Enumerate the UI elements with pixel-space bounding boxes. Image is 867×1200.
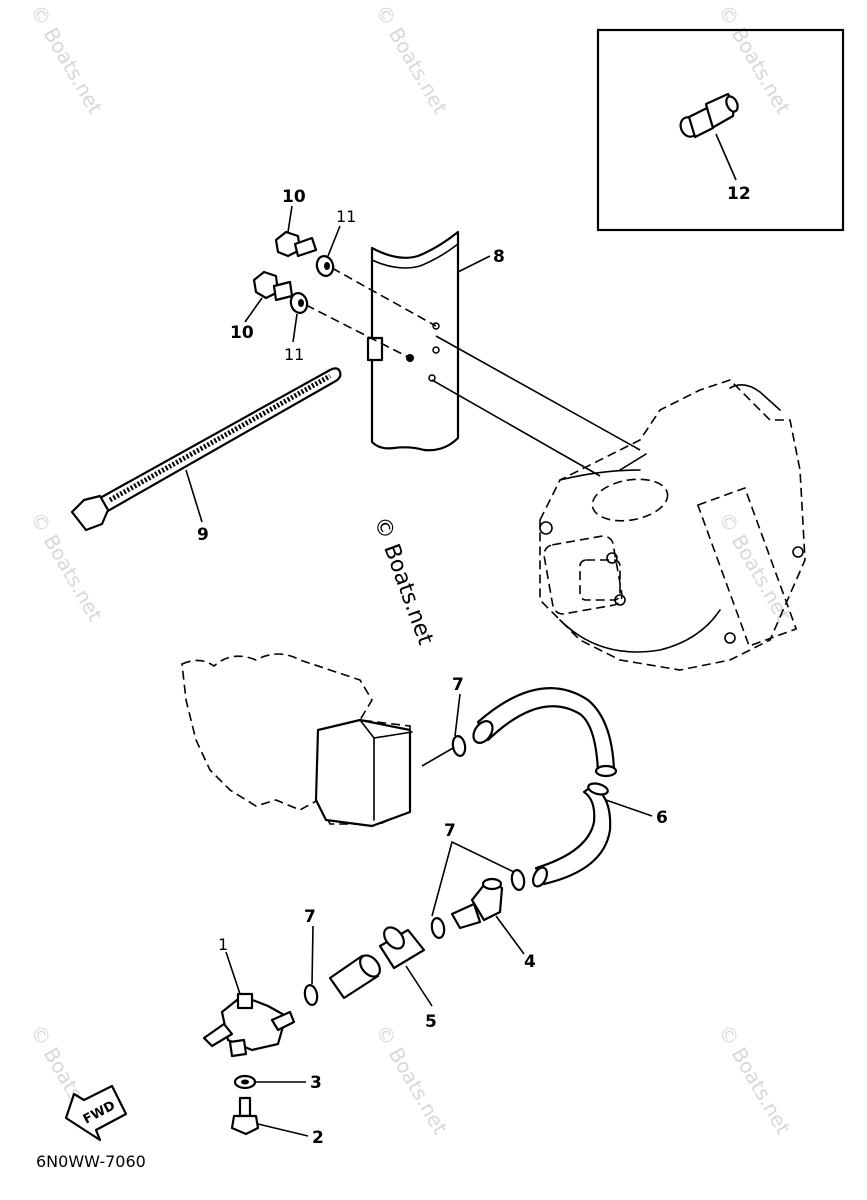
intake-assembly	[181, 653, 413, 828]
callout-6: 6	[656, 808, 668, 828]
part-6-hose[interactable]	[470, 687, 618, 889]
callout-7-middle: 7	[444, 821, 456, 841]
watermark: © Boats.net	[26, 1, 108, 119]
callout-10-upper: 10	[282, 187, 306, 207]
callout-10-lower: 10	[230, 323, 254, 343]
engine-block	[539, 379, 806, 671]
part-10-bolt-lower[interactable]	[252, 270, 294, 302]
callout-7-upper: 7	[452, 675, 464, 695]
part-5-hose-piece-b[interactable]	[328, 952, 384, 1000]
callout-12: 12	[727, 184, 751, 204]
part-8-cover[interactable]	[366, 230, 460, 452]
callout-8: 8	[493, 247, 505, 267]
part-11-washer-lower[interactable]	[289, 291, 310, 314]
callout-2: 2	[312, 1128, 324, 1148]
part-11-washer-upper[interactable]	[315, 254, 336, 277]
part-3-washer[interactable]	[233, 1074, 257, 1090]
part-5-hose-piece-a[interactable]	[378, 924, 426, 970]
part-7-clip-middle[interactable]	[510, 868, 526, 892]
callout-9: 9	[197, 525, 209, 545]
callout-5: 5	[425, 1012, 437, 1032]
callout-7-left: 7	[304, 907, 316, 927]
part-7-clip-lower[interactable]	[430, 916, 446, 940]
catalog-code: 6N0WW-7060	[36, 1152, 146, 1171]
part-10-bolt-upper[interactable]	[274, 230, 318, 258]
watermark: © Boats.net	[714, 1021, 796, 1139]
center-watermark: © Boats.net	[368, 514, 438, 649]
callout-11-lower: 11	[284, 345, 304, 364]
callout-4: 4	[524, 952, 536, 972]
part-9-cable-tie[interactable]	[70, 367, 342, 532]
part-4-fitting[interactable]	[450, 877, 504, 930]
watermark: © Boats.net	[371, 1, 453, 119]
callout-3: 3	[310, 1073, 322, 1093]
alignment-lines	[305, 267, 641, 477]
inset-box: 12	[596, 28, 845, 232]
fwd-arrow-icon: FWD	[64, 1084, 128, 1142]
part-1-valve[interactable]	[202, 992, 296, 1058]
watermark: © Boats.net	[371, 1021, 453, 1139]
callout-1: 1	[218, 935, 228, 954]
part-2-bolt[interactable]	[230, 1096, 260, 1136]
part-7-clip-left[interactable]	[303, 983, 319, 1007]
part-12-fitting[interactable]	[678, 92, 740, 139]
callout-11-upper: 11	[336, 207, 356, 226]
watermark: © Boats.net	[714, 508, 796, 626]
part-7-clip-upper[interactable]	[451, 734, 467, 758]
